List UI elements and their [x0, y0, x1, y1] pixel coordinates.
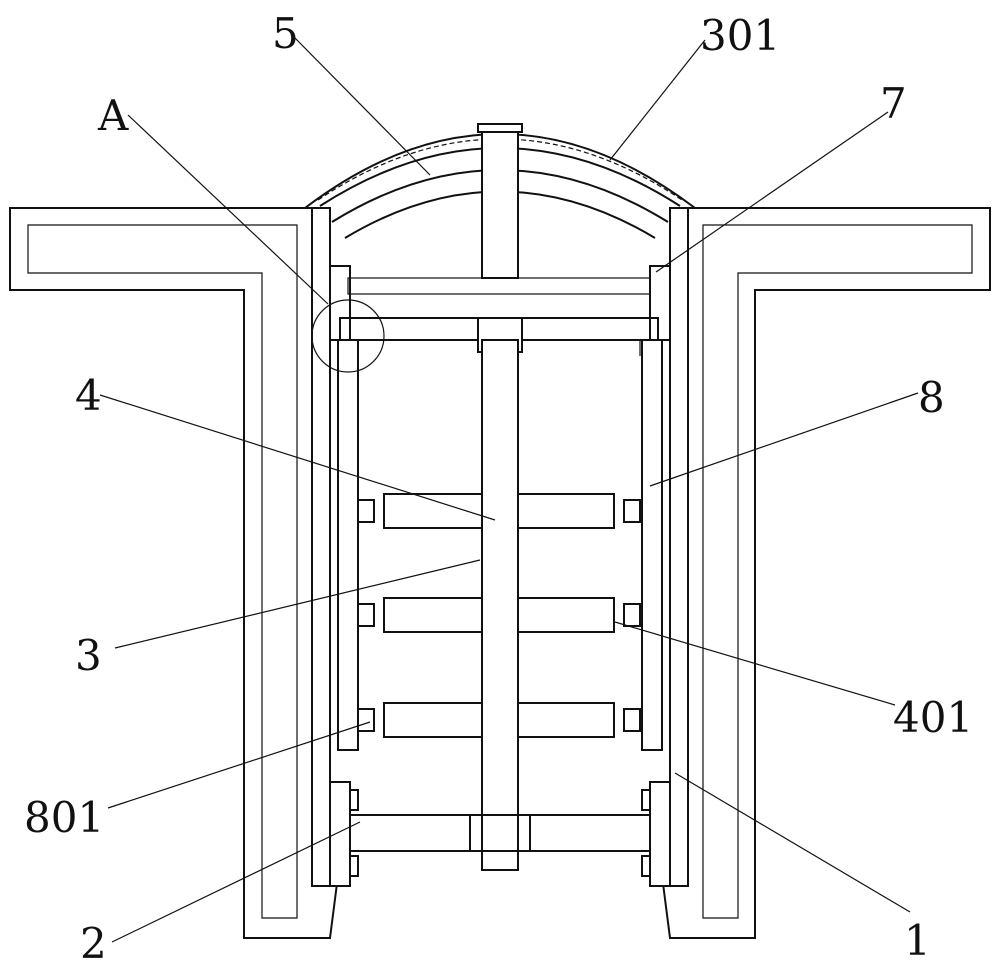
- seal-right: [649, 265, 671, 341]
- label-801: 801: [24, 793, 104, 842]
- label-301: 301: [700, 11, 780, 60]
- label-8: 8: [918, 373, 945, 422]
- callout-labels: 5 301 A 7 4 8 3 401 801 2 1: [24, 9, 973, 968]
- insulation-right: [702, 224, 973, 919]
- label-3: 3: [75, 631, 102, 680]
- insulation-left: [27, 224, 298, 919]
- dome-cover: [304, 123, 696, 279]
- leader-lines: [99, 37, 919, 943]
- label-401: 401: [893, 693, 973, 742]
- detail-circle-a: [311, 299, 385, 373]
- guide-blocks: [357, 499, 641, 732]
- label-5: 5: [272, 9, 299, 58]
- label-7: 7: [880, 79, 907, 128]
- main-shaft: [481, 339, 519, 871]
- bottom-bracket: [329, 781, 671, 887]
- label-4: 4: [75, 371, 102, 420]
- inner-cylinder: [337, 339, 663, 751]
- label-1: 1: [904, 916, 931, 965]
- blades: [383, 493, 615, 738]
- label-a: A: [97, 91, 129, 140]
- label-2: 2: [80, 919, 107, 968]
- outer-housing: [9, 207, 991, 939]
